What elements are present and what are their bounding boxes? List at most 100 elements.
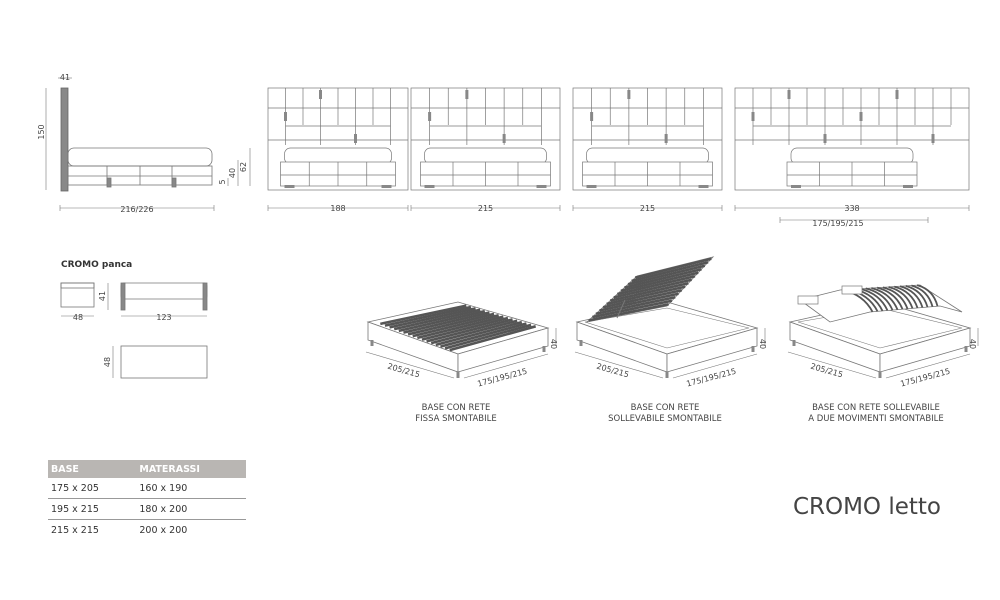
header-mattress: MATERASSI <box>135 460 246 478</box>
bed-foot <box>284 185 295 188</box>
slat <box>620 271 699 293</box>
base-foot <box>542 346 546 352</box>
front-view-width-line <box>267 205 409 211</box>
base-1-length-dim: 205/215 <box>386 362 420 380</box>
gas-piston <box>616 299 626 319</box>
base-foot <box>456 372 460 378</box>
slat <box>417 315 504 340</box>
panel-accent <box>502 134 506 143</box>
slat <box>389 307 476 329</box>
slat <box>882 286 909 310</box>
bench-height-dim: 41 <box>98 291 107 301</box>
slat <box>911 284 934 307</box>
front-view-4 <box>734 87 970 191</box>
panel-accent <box>787 90 791 99</box>
base-foot <box>579 340 583 346</box>
slat <box>634 257 712 279</box>
panel-accent <box>751 112 755 121</box>
bed-foot <box>903 185 913 188</box>
slat <box>609 281 689 302</box>
slat <box>592 299 673 319</box>
dim-headboard-depth: 41 <box>60 73 70 82</box>
slat <box>865 287 894 311</box>
panel-accent <box>931 134 935 143</box>
slat <box>588 302 669 322</box>
base-1-height-dim: 40 <box>549 339 558 349</box>
panel-accent <box>428 112 432 121</box>
panel-accent <box>664 134 668 143</box>
slat <box>888 286 914 309</box>
dim-frame-height: 40 <box>228 168 237 178</box>
slat <box>613 278 692 299</box>
base-2-height-dim: 40 <box>758 339 767 349</box>
base-2-caption-line-2: SOLLEVABILE SMONTABILE <box>608 414 722 424</box>
front-view-width-3: 215 <box>640 204 655 213</box>
table-cell: 180 x 200 <box>135 498 246 520</box>
slat <box>412 314 499 338</box>
base-3-two-movement <box>787 284 979 379</box>
slat <box>606 285 686 306</box>
slat <box>899 285 924 308</box>
base-3-length-dim: 205/215 <box>809 362 843 380</box>
base-side-right <box>457 327 549 373</box>
slat <box>631 260 709 283</box>
base-1-caption-line-1: BASE CON RETE <box>422 403 491 413</box>
headrest-section <box>797 295 819 305</box>
base-1-width-dim: 175/195/215 <box>476 367 528 389</box>
front-view-bed-width-line <box>779 217 929 223</box>
base-3-width-dim: 175/195/215 <box>899 367 951 389</box>
bed-foot <box>536 185 547 188</box>
base-side-right <box>666 327 758 373</box>
base-foot <box>751 346 755 352</box>
slat <box>426 318 513 343</box>
slat <box>602 288 683 309</box>
slat <box>624 267 702 289</box>
base-dimension-lines <box>574 328 766 379</box>
table-header-row: BASE MATERASSI <box>48 460 246 478</box>
side-view-dimensions <box>45 77 251 211</box>
base-2-width-dim: 175/195/215 <box>685 367 737 389</box>
panel-accent <box>284 112 287 121</box>
side-view-drawing <box>60 87 213 192</box>
base-3-height-dim: 40 <box>968 339 977 349</box>
slat <box>384 305 472 327</box>
size-table: BASE MATERASSI 175 x 205 160 x 190 195 x… <box>48 460 246 540</box>
bench-drawing <box>60 282 208 379</box>
table-row: 175 x 205 160 x 190 <box>48 478 246 499</box>
base-dimension-lines <box>365 328 557 379</box>
base-2-length-dim: 205/215 <box>595 362 629 380</box>
mattress <box>424 147 547 165</box>
dim-foot-height: 5 <box>218 179 227 184</box>
base-3-caption-line-2: A DUE MOVIMENTI SMONTABILE <box>808 414 944 424</box>
base-side-right <box>879 327 971 373</box>
bench-depth-dim: 48 <box>73 313 83 322</box>
slat <box>894 285 919 309</box>
front-view-3 <box>572 87 723 191</box>
panel-accent <box>319 90 322 99</box>
table-cell: 200 x 200 <box>139 524 188 536</box>
mattress <box>790 147 914 165</box>
base-2-lifting <box>574 256 766 379</box>
slat <box>435 320 523 347</box>
front-view-width-line <box>410 205 561 211</box>
slat <box>905 285 929 308</box>
bed-foot <box>698 185 709 188</box>
front-view-2 <box>410 87 561 191</box>
panel-accent <box>823 134 827 143</box>
table-cell: 160 x 190 <box>135 478 246 499</box>
slat <box>859 287 889 311</box>
bench-top-depth-dim: 48 <box>103 357 112 367</box>
base-2-caption-line-1: BASE CON RETE <box>631 403 700 413</box>
slat <box>871 287 899 311</box>
slat <box>595 295 676 316</box>
slat <box>916 284 939 307</box>
product-title: CROMO letto <box>793 494 941 520</box>
slat <box>430 319 518 345</box>
bench-length-dim: 123 <box>156 313 171 322</box>
header-base: BASE <box>48 460 136 478</box>
front-view-bed-width: 175/195/215 <box>812 219 863 228</box>
front-views <box>267 87 970 223</box>
front-view-width-line <box>572 205 723 211</box>
bed-foot <box>586 185 597 188</box>
